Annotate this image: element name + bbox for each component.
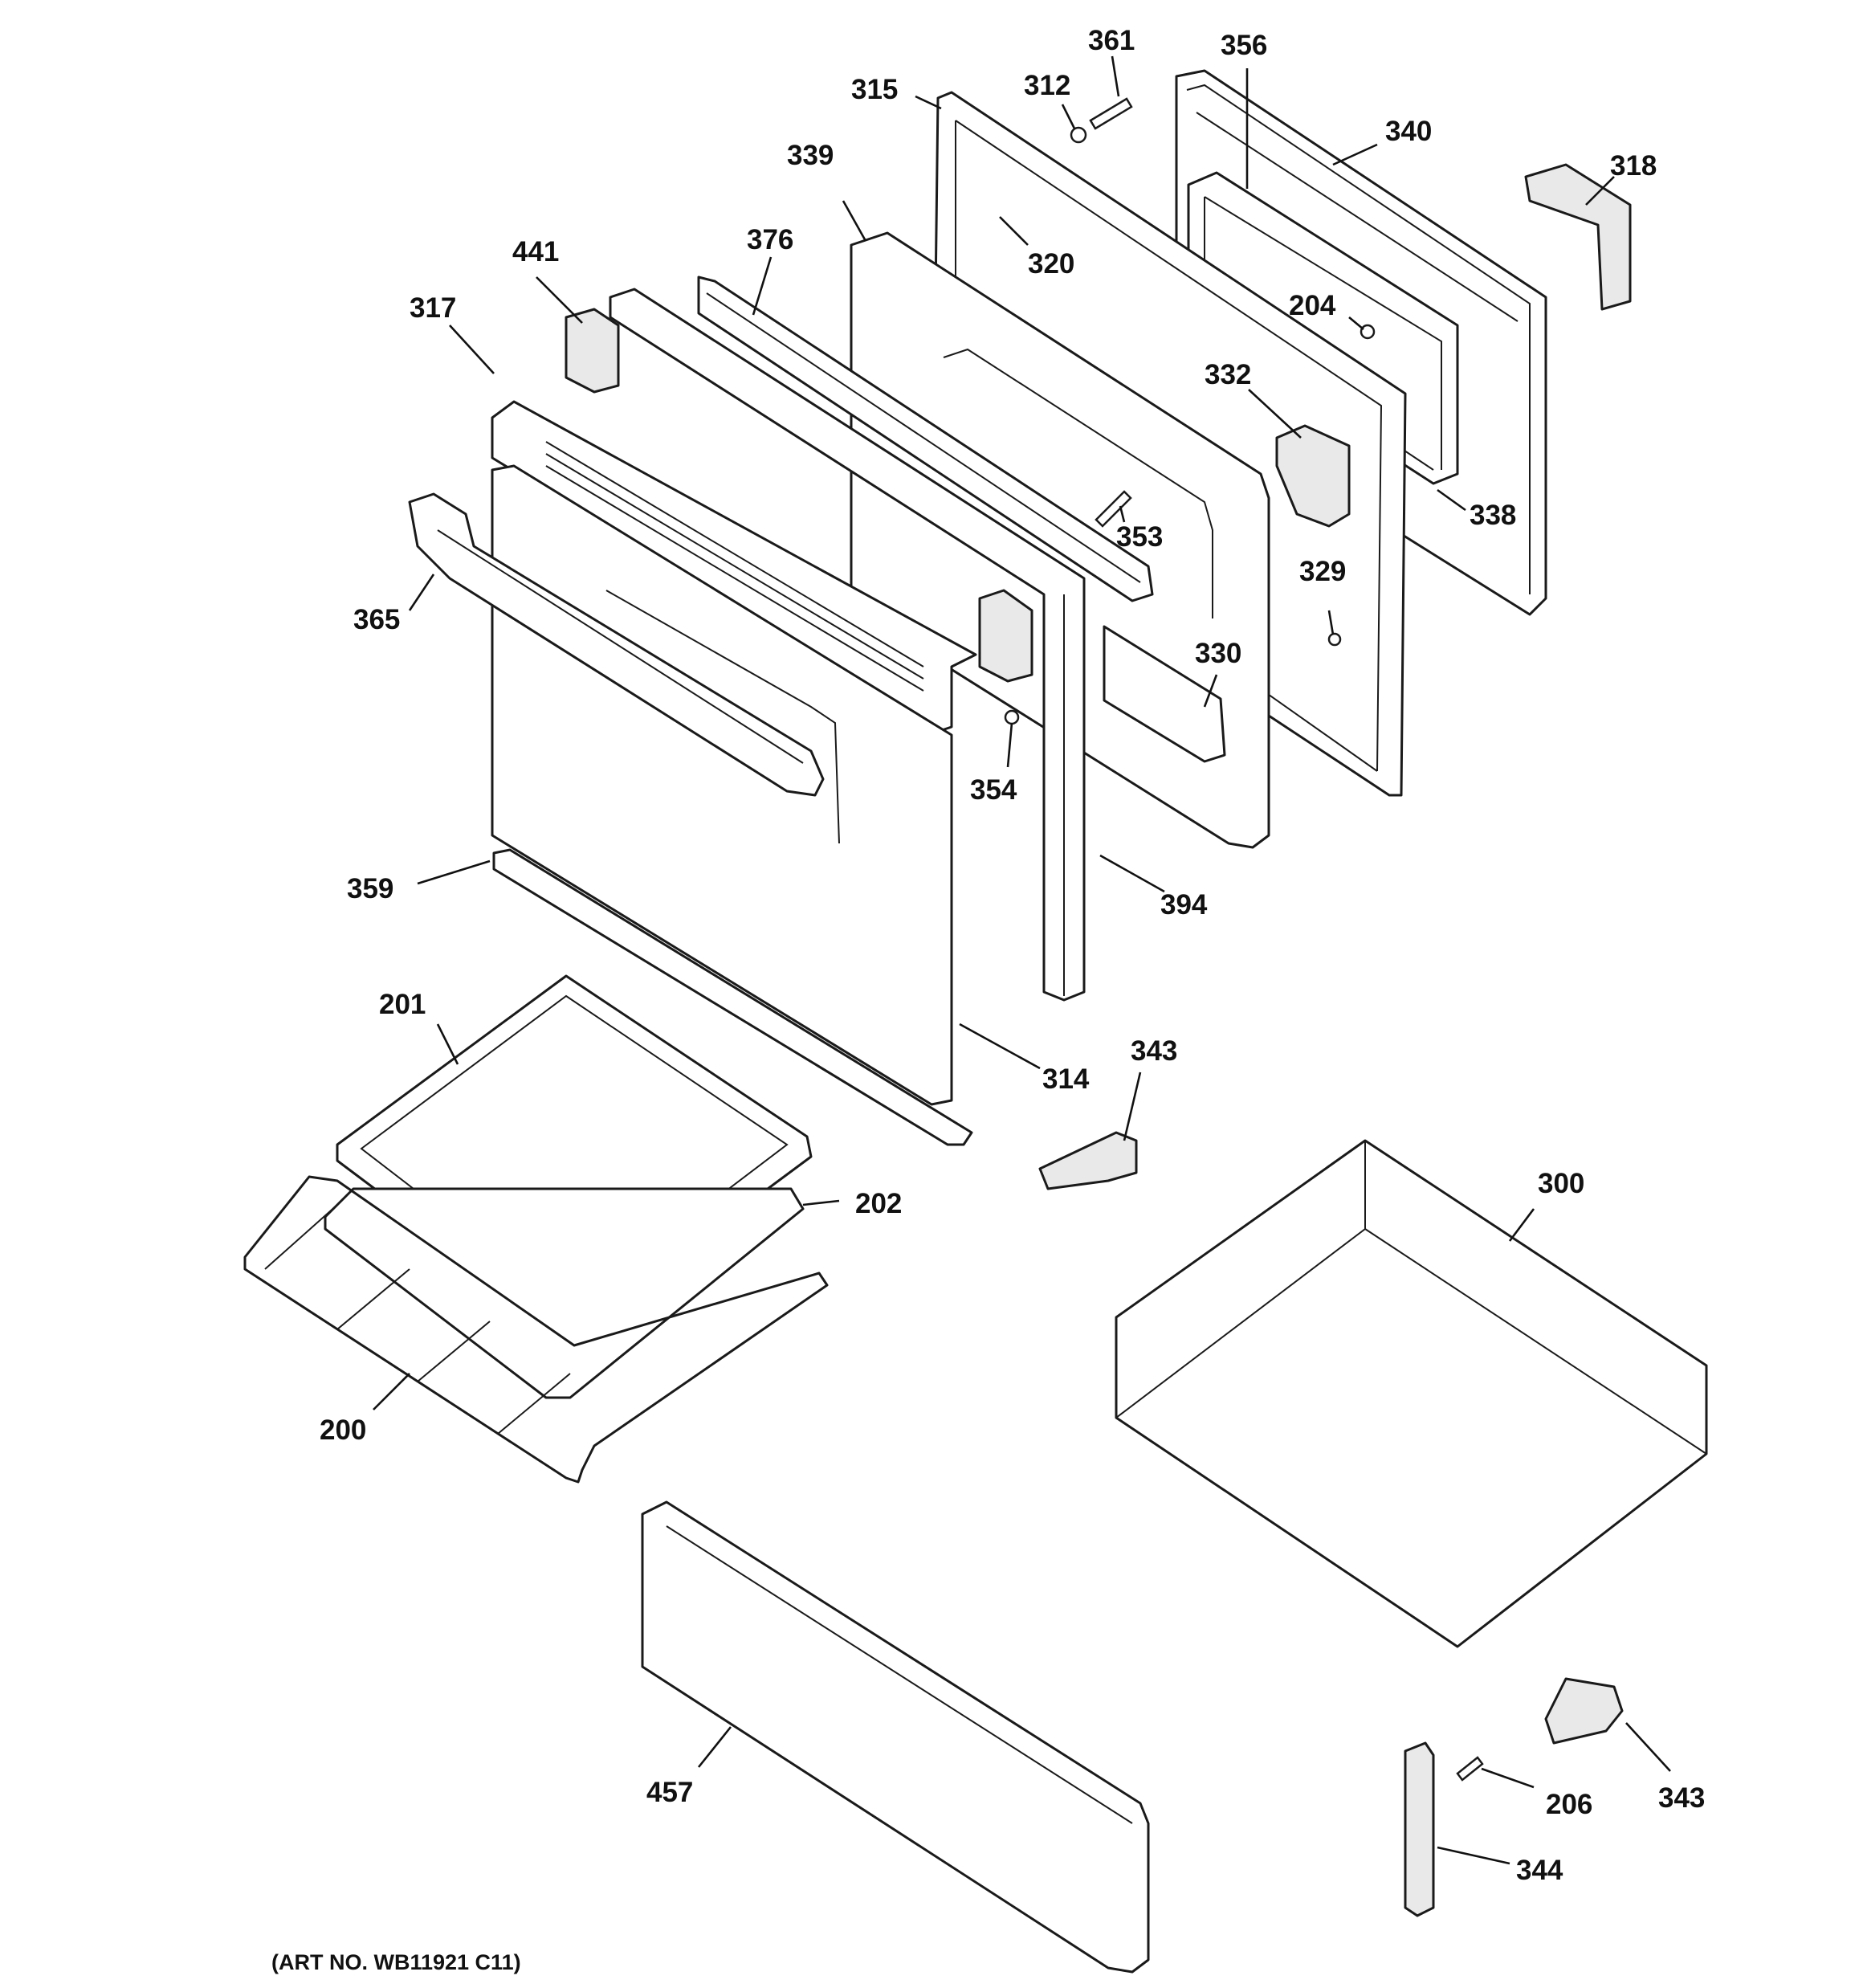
part-394-side-trim [609,288,1086,1002]
label-300: 300 [1538,1168,1584,1199]
screw-353 [1095,490,1132,528]
part-365-door-handle [408,492,825,797]
label-343-upper: 343 [1131,1035,1177,1067]
label-354: 354 [970,774,1017,806]
label-338: 338 [1470,500,1516,531]
label-332: 332 [1205,359,1251,390]
part-300-storage-drawer [1115,1139,1708,1648]
screw-361 [1089,97,1133,130]
screw-354 [1004,709,1020,725]
part-332-bracket [1275,424,1351,528]
screw-312 [1070,126,1087,144]
part-318-hinge-receiver [1524,163,1632,311]
label-204: 204 [1289,290,1336,321]
label-356: 356 [1221,30,1267,61]
label-315: 315 [851,74,898,105]
label-361: 361 [1088,25,1135,56]
label-441: 441 [512,236,559,267]
part-202-broiler-pan [324,1187,805,1399]
part-314-outer-door-panel [491,464,953,1106]
screw-206 [1456,1756,1484,1782]
label-317: 317 [410,292,456,324]
label-329: 329 [1299,556,1346,587]
label-200: 200 [320,1414,366,1446]
label-365: 365 [353,604,400,635]
screw-204 [1360,324,1376,340]
label-320: 320 [1028,248,1074,280]
label-394: 394 [1160,889,1208,921]
label-359: 359 [347,873,393,904]
label-343-lower: 343 [1658,1782,1705,1814]
label-376: 376 [747,224,793,255]
part-376-vent-channel [697,276,1154,602]
label-340: 340 [1385,116,1432,147]
label-353: 353 [1116,521,1163,553]
part-441-hinge [565,308,1033,683]
label-457: 457 [646,1777,693,1808]
part-344-drawer-rail [1404,1741,1435,1917]
part-343-drawer-slide-lower [1544,1677,1624,1745]
part-457-drawer-front [641,1500,1150,1974]
label-206: 206 [1546,1789,1592,1820]
callout-labels: 361 356 315 312 340 339 318 376 320 441 … [320,25,1705,1886]
part-343-drawer-slide-upper [1038,1131,1138,1190]
label-344: 344 [1516,1855,1563,1886]
label-201: 201 [379,989,426,1020]
part-200-oven-rack [243,1175,829,1484]
label-330: 330 [1195,638,1241,669]
part-330-shield [1103,625,1226,763]
label-202: 202 [855,1188,902,1219]
label-314: 314 [1042,1063,1090,1095]
leader-lines [373,55,1671,1865]
screw-329 [1327,632,1342,647]
art-number-caption: (ART NO. WB11921 C11) [271,1950,521,1974]
part-359-bottom-trim [492,848,973,1146]
label-312: 312 [1024,70,1070,101]
label-339: 339 [787,140,834,171]
label-318: 318 [1610,150,1657,182]
